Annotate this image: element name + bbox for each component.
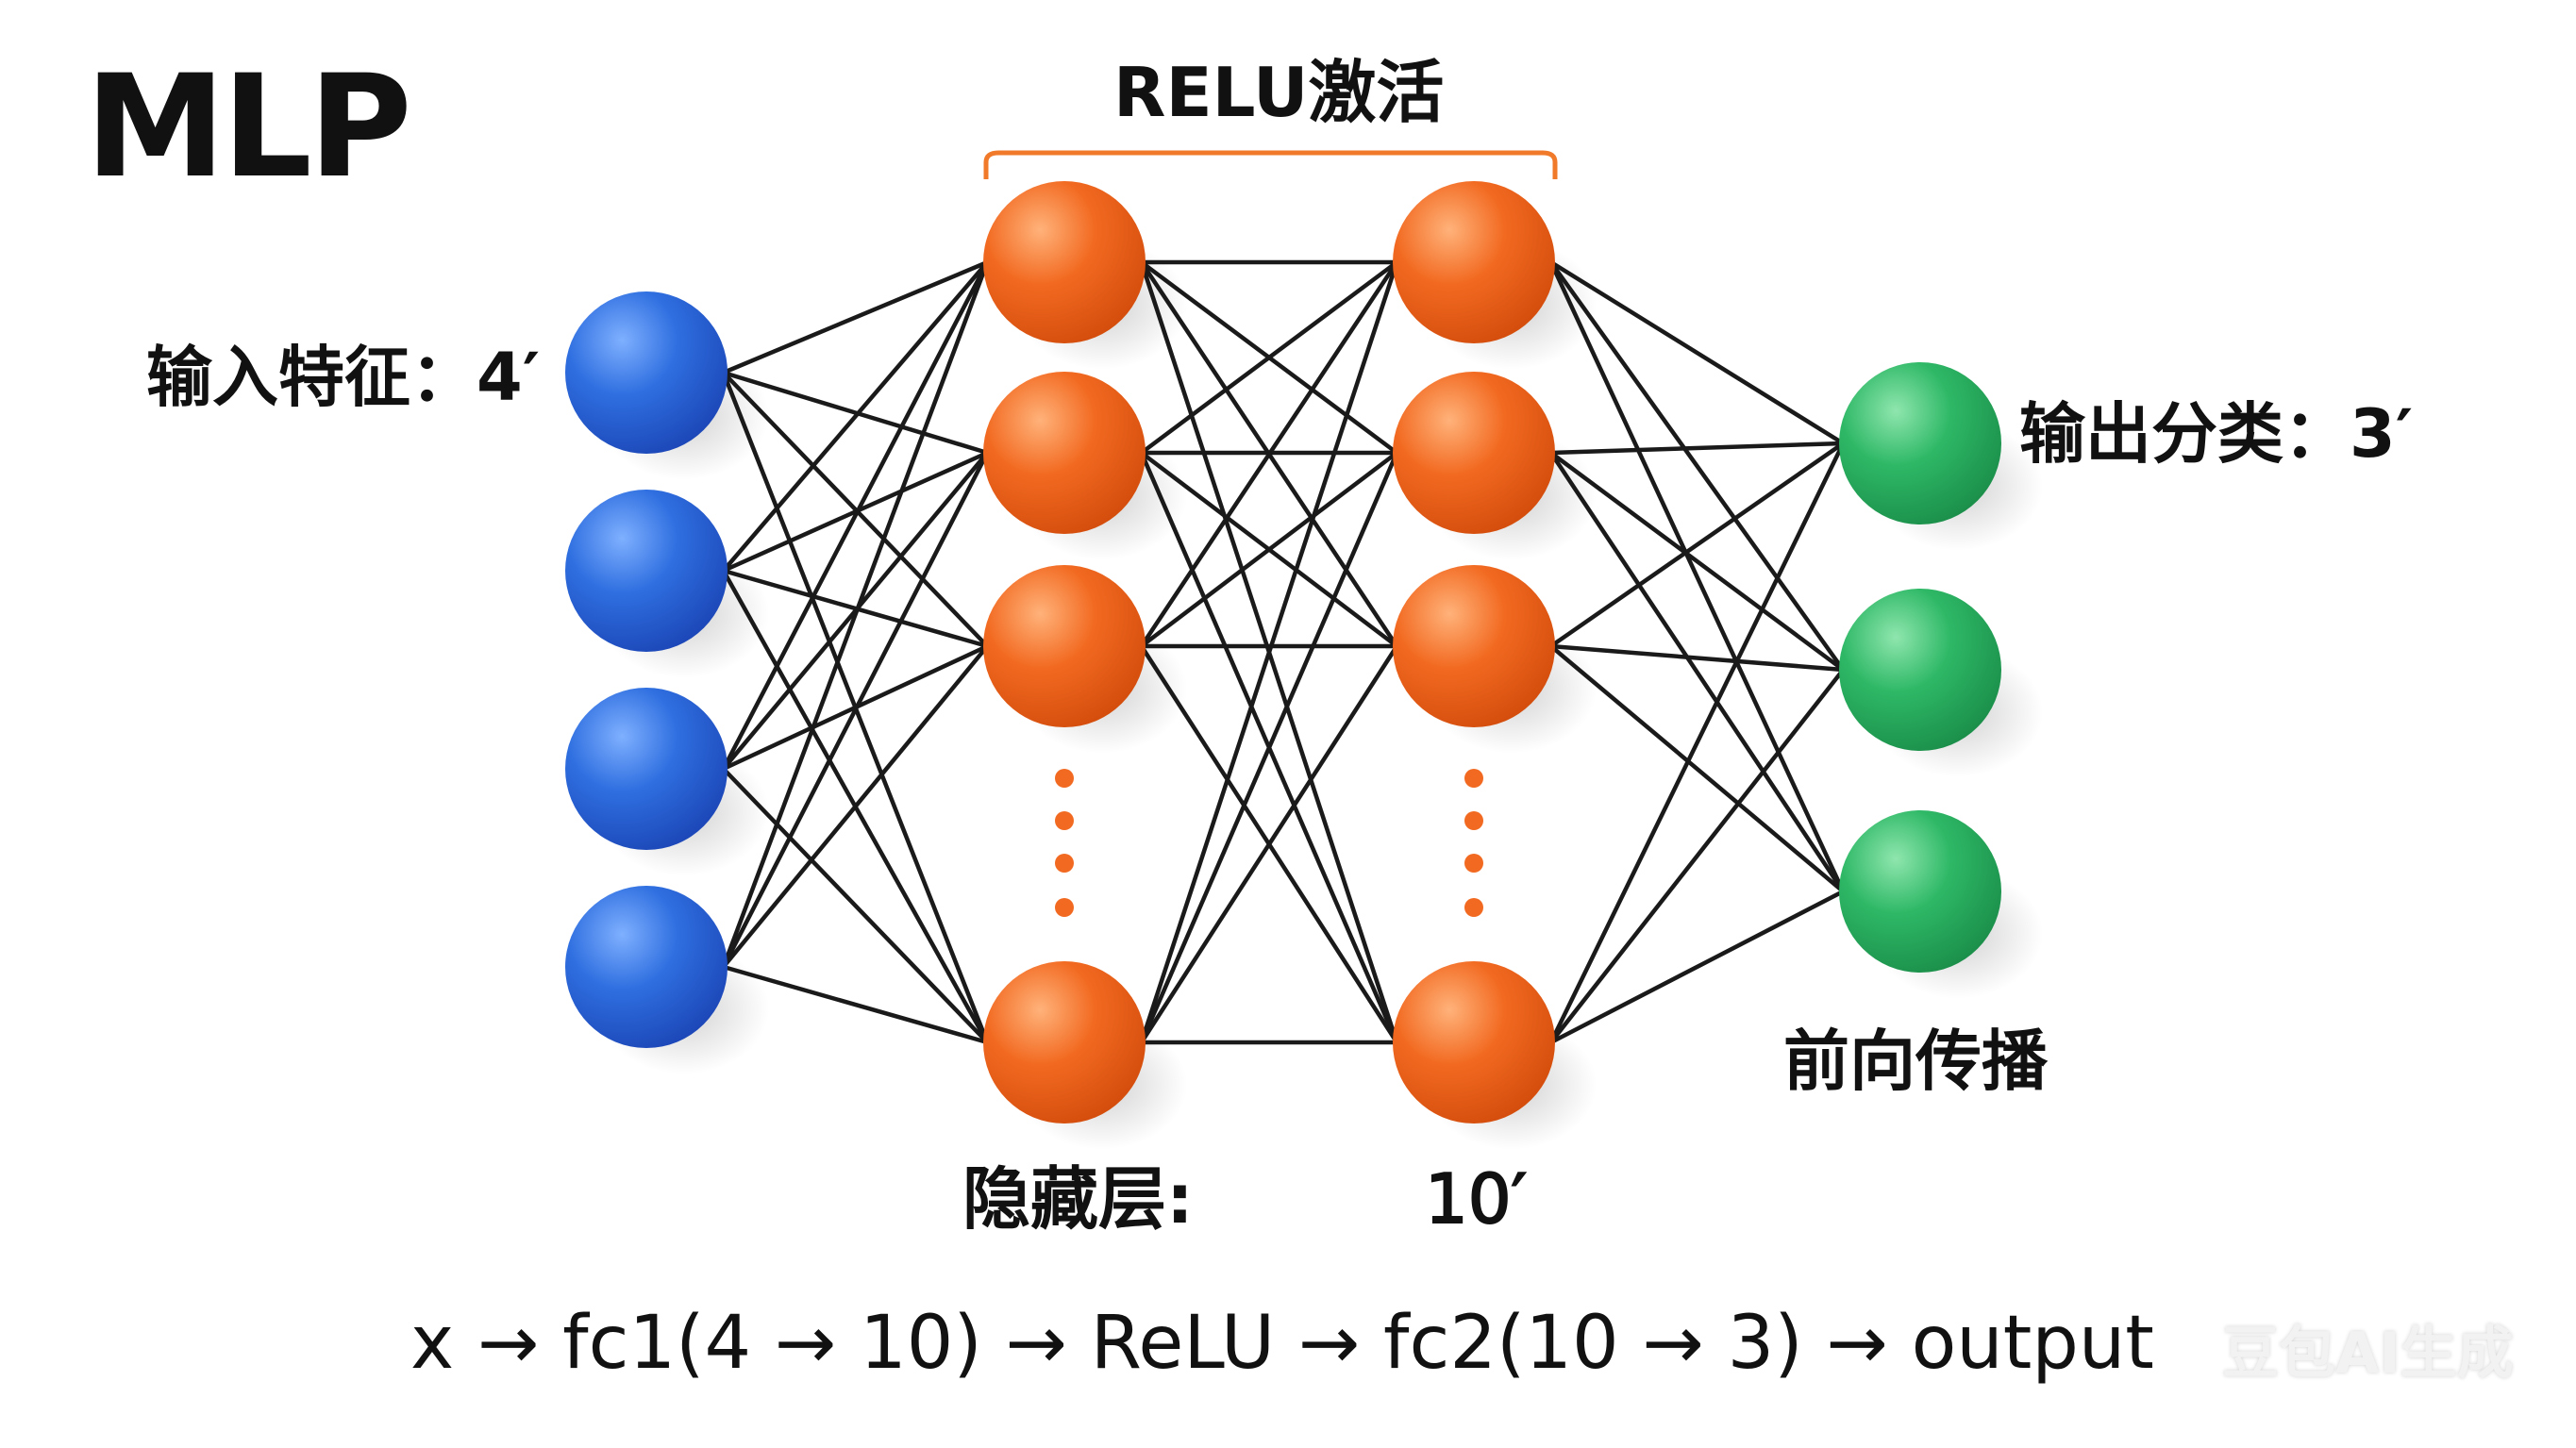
edge-l1-3-1 xyxy=(1139,452,1399,1043)
hidden1-neuron-1 xyxy=(983,181,1146,343)
edge-l0-3-3 xyxy=(723,964,988,1045)
neurons xyxy=(565,181,2001,1123)
edge-l0-3-0 xyxy=(721,261,990,968)
edge-l2-3-0 xyxy=(1548,442,1846,1043)
edge-l0-1-0 xyxy=(721,260,990,573)
edge-l2-0-1 xyxy=(1548,260,1846,672)
edge-l2-3-1 xyxy=(1548,668,1846,1044)
output-layer-label: 输出分类：3′ xyxy=(2019,395,2414,473)
hidden1-neuron-2 xyxy=(983,372,1146,534)
output-neuron-1 xyxy=(1839,362,2001,524)
hidden1-ellipsis-dot-1 xyxy=(1055,769,1074,788)
edge-l2-1-1 xyxy=(1549,451,1845,672)
edge-l0-2-3 xyxy=(722,767,989,1044)
edge-l1-3-2 xyxy=(1139,644,1399,1044)
forward-propagation-label: 前向传播 xyxy=(1783,1023,2048,1100)
edge-l2-2-2 xyxy=(1549,644,1845,893)
page-title: MLP xyxy=(85,45,412,209)
edge-l2-1-0 xyxy=(1550,441,1844,456)
edge-l1-1-0 xyxy=(1140,260,1398,455)
activation-label: RELU激活 xyxy=(1113,53,1445,132)
input-neuron-4 xyxy=(565,886,728,1048)
hidden2-ellipsis-dot-2 xyxy=(1464,811,1483,830)
hidden2-neuron-1 xyxy=(1393,181,1555,343)
hidden2-ellipsis-dot-1 xyxy=(1464,769,1483,788)
ellipsis-dots xyxy=(1055,769,1483,917)
output-neuron-3 xyxy=(1839,810,2001,973)
output-neuron-2 xyxy=(1839,589,2001,751)
edge-l1-2-1 xyxy=(1140,451,1398,648)
edge-l1-3-0 xyxy=(1139,261,1399,1043)
hidden1-ellipsis-dot-3 xyxy=(1055,854,1074,873)
edge-l0-2-0 xyxy=(721,260,990,771)
input-neuron-1 xyxy=(565,291,728,454)
edge-l2-3-2 xyxy=(1549,890,1845,1044)
input-layer-label: 输入特征：4′ xyxy=(146,339,541,416)
watermark: 豆包AI生成 xyxy=(2222,1321,2514,1387)
hidden1-ellipsis-dot-2 xyxy=(1055,811,1074,830)
hidden2-neuron-2 xyxy=(1393,372,1555,534)
hidden2-neuron-3 xyxy=(1393,565,1555,727)
hidden2-ellipsis-dot-4 xyxy=(1464,898,1483,917)
hidden2-neuron-4 xyxy=(1393,961,1555,1123)
edge-l2-0-2 xyxy=(1548,261,1846,892)
edge-l2-1-2 xyxy=(1548,451,1846,893)
edge-l2-2-0 xyxy=(1549,441,1845,648)
edge-l0-0-2 xyxy=(722,371,989,648)
forward-formula: x → fc1(4 → 10) → ReLU → fc2(10 → 3) → o… xyxy=(410,1301,2154,1386)
edge-l0-0-0 xyxy=(722,259,989,375)
edge-l0-0-1 xyxy=(723,370,988,456)
edge-l1-2-0 xyxy=(1139,260,1399,648)
relu-bracket xyxy=(983,150,1558,179)
edge-l2-0-0 xyxy=(1549,260,1845,445)
hidden-layer-size: 10′ xyxy=(1424,1159,1528,1239)
edge-l0-3-2 xyxy=(721,644,990,969)
input-neuron-3 xyxy=(565,688,728,850)
hidden2-ellipsis-dot-3 xyxy=(1464,854,1483,873)
hidden1-ellipsis-dot-4 xyxy=(1055,898,1074,917)
hidden1-neuron-3 xyxy=(983,565,1146,727)
hidden-layer-label: 隐藏层: xyxy=(962,1159,1194,1239)
hidden1-neuron-4 xyxy=(983,961,1146,1123)
edge-l0-3-1 xyxy=(721,451,990,969)
input-neuron-2 xyxy=(565,490,728,652)
edge-l2-2-1 xyxy=(1550,643,1844,673)
connection-edges xyxy=(721,259,1846,1045)
